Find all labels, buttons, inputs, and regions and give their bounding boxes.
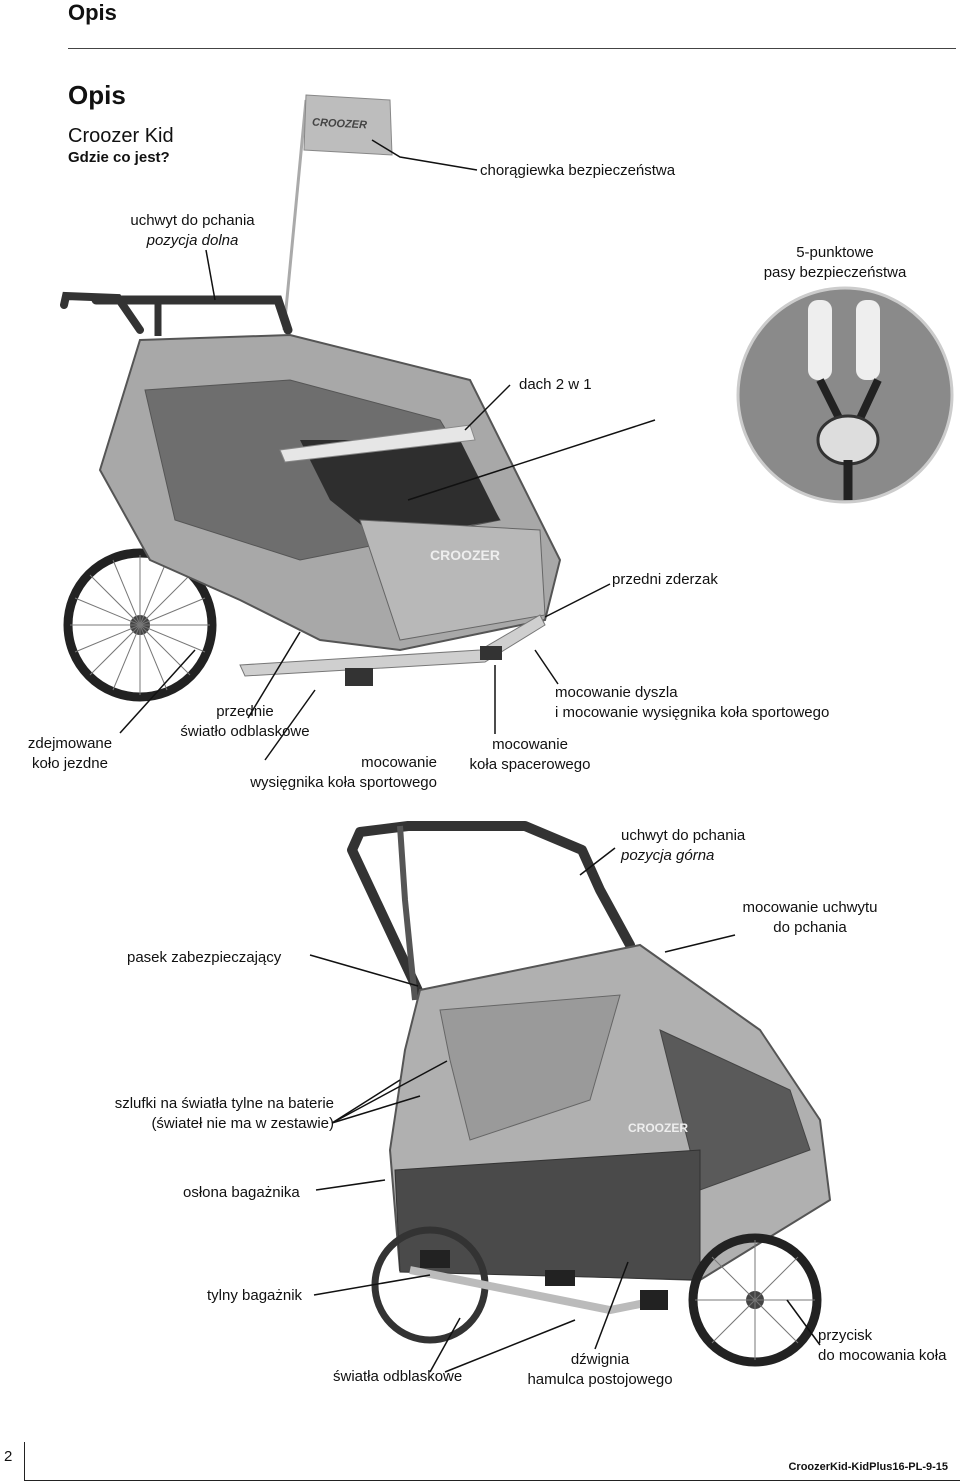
label-push-handle-high-sub: pozycja górna: [621, 847, 715, 864]
brand-logo-rear: CROOZER: [628, 1121, 688, 1135]
label-light-loops: szlufki na światła tylne na baterie (świ…: [60, 1094, 334, 1134]
label-front-bumper: przedni zderzak: [612, 571, 718, 588]
page-subtitle: Gdzie co jest?: [68, 149, 170, 166]
label-rear-rack: tylny bagażnik: [207, 1287, 303, 1304]
footer-divider-vertical: [24, 1442, 25, 1481]
section-header: Opis: [68, 0, 117, 25]
label-safety-strap: pasek zabezpieczający: [127, 949, 282, 966]
label-push-handle-high: uchwyt do pchania pozycja górna: [621, 826, 745, 866]
label-safety-flag: chorągiewka bezpieczeństwa: [480, 162, 676, 179]
label-stroller-mount: mocowanie koła spacerowego: [440, 735, 620, 775]
label-wheel-button-line2: do mocowania koła: [818, 1347, 947, 1364]
label-light-loops-line1: szlufki na światła tylne na baterie: [114, 1095, 334, 1112]
label-front-reflector-line2: światło odblaskowe: [180, 723, 310, 740]
label-removable-wheel: zdejmowane koło jezdne: [15, 734, 125, 774]
label-tow-mount: mocowanie dyszla i mocowanie wysięgnika …: [555, 683, 829, 723]
label-stroller-mount-line1: mocowanie: [492, 736, 568, 753]
label-handle-mount: mocowanie uchwytu do pchania: [720, 898, 900, 938]
brand-logo-front: CROOZER: [430, 547, 500, 563]
page-number: 2: [4, 1448, 13, 1465]
label-harness: 5-punktowe pasy bezpieczeństwa: [745, 243, 925, 283]
label-jogger-mount-line2: wysięgnika koła sportowego: [250, 774, 437, 791]
header-rule: [68, 48, 956, 49]
front-trailer-illustration: CROOZER: [60, 94, 954, 702]
leader-lines: [119, 139, 821, 1373]
label-handle-mount-line1: mocowanie uchwytu: [742, 899, 878, 916]
label-roof: dach 2 w 1: [519, 376, 592, 393]
label-front-reflector-line1: przednie: [216, 703, 274, 720]
label-light-loops-line2: (świateł nie ma w zestawie): [151, 1115, 334, 1132]
document-id: CroozerKid-KidPlus16-PL-9-15: [788, 1461, 948, 1473]
label-parking-brake-line2: hamulca postojowego: [527, 1371, 673, 1388]
label-jogger-mount-line1: mocowanie: [361, 754, 437, 771]
page-title: Opis: [68, 80, 126, 110]
label-removable-wheel-line1: zdejmowane: [27, 735, 113, 752]
label-push-handle-low-sub: pozycja dolna: [146, 232, 239, 249]
label-push-handle-low-text: uchwyt do pchania: [130, 212, 255, 229]
label-tow-mount-line1: mocowanie dyszla: [555, 684, 678, 701]
label-handle-mount-line2: do pchania: [773, 919, 847, 936]
label-removable-wheel-line2: koło jezdne: [32, 755, 108, 772]
label-tow-mount-line2: i mocowanie wysięgnika koła sportowego: [555, 704, 830, 721]
label-front-reflector: przednie światło odblaskowe: [165, 702, 325, 742]
label-cargo-cover: osłona bagażnika: [183, 1184, 300, 1201]
label-wheel-button: przycisk do mocowania koła: [818, 1326, 946, 1366]
label-reflectors: światła odblaskowe: [333, 1368, 463, 1385]
label-push-handle-low: uchwyt do pchania pozycja dolna: [100, 211, 285, 251]
label-wheel-button-line1: przycisk: [818, 1327, 873, 1344]
label-harness-line2: pasy bezpieczeństwa: [763, 264, 907, 281]
label-push-handle-high-text: uchwyt do pchania: [621, 827, 746, 844]
label-stroller-mount-line2: koła spacerowego: [469, 756, 591, 773]
product-name: Croozer Kid: [68, 125, 174, 147]
label-parking-brake: dźwignia hamulca postojowego: [515, 1350, 685, 1390]
label-parking-brake-line1: dźwignia: [570, 1351, 630, 1368]
label-jogger-mount: mocowanie wysięgnika koła sportowego: [195, 753, 437, 793]
label-harness-line1: 5-punktowe: [796, 244, 874, 261]
